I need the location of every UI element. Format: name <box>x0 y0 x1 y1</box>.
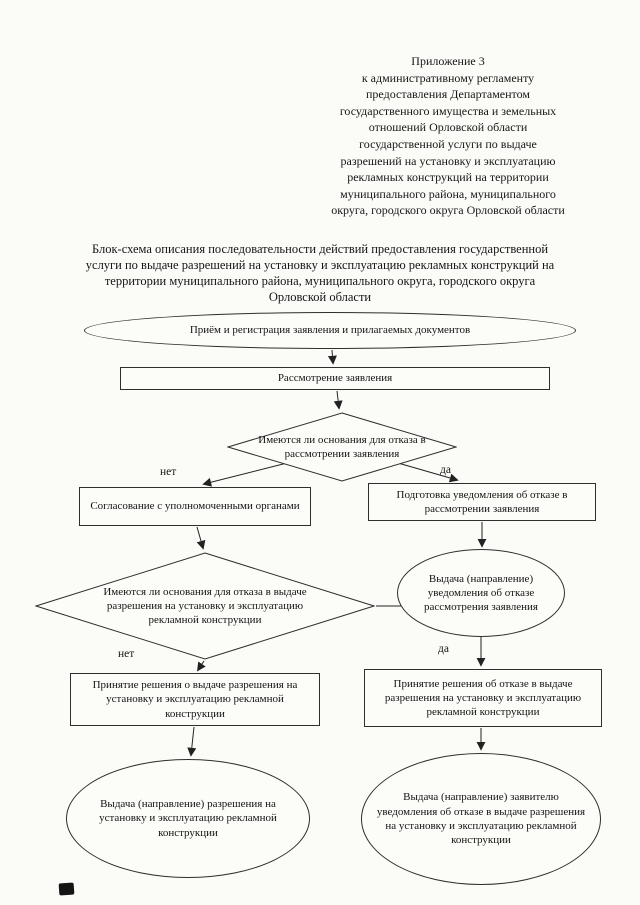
node-decide-issue-rect: Принятие решения о выдаче разрешения на … <box>70 673 320 726</box>
appendix-line: к административному регламенту <box>361 70 535 85</box>
appendix-line: отношений Орловской области <box>368 120 528 135</box>
node-approval-rect: Согласование с уполномоченными органами <box>79 487 311 526</box>
edge-label-no-2: нет <box>118 648 135 660</box>
flowchart-title: Блок-схема описания последовательности д… <box>85 242 555 304</box>
node-issue-permit-refusal-ellipse: Выдача (направление) заявителю уведомлен… <box>361 753 601 885</box>
appendix-block: Приложение 3 к административному регламе… <box>278 53 618 219</box>
appendix-line: округа, городского округа Орловской обла… <box>331 203 565 218</box>
node-label: Приём и регистрация заявления и прилагае… <box>189 324 471 337</box>
edge-label-yes-1: да <box>440 464 451 476</box>
edge-label-yes-2: да <box>438 643 449 655</box>
edge-label-no-1: нет <box>160 466 177 478</box>
node-label: Выдача (направление) заявителю уведомлен… <box>376 791 586 847</box>
node-label: Подготовка уведомления об отказе в рассм… <box>396 488 568 515</box>
node-decision-review-diamond: Имеются ли основания для отказа в рассмо… <box>227 412 457 482</box>
appendix-line: разрешений на установку и эксплуатацию <box>340 153 556 168</box>
node-review-rect: Рассмотрение заявления <box>120 367 550 390</box>
scan-artifact <box>58 882 75 896</box>
node-label: Имеются ли основания для отказа в выдаче… <box>103 585 307 627</box>
node-label: Выдача (направление) разрешения на устан… <box>99 798 277 839</box>
appendix-line: предоставления Департаментом <box>366 87 530 102</box>
appendix-line: муниципального района, муниципального <box>340 186 556 201</box>
node-issue-permit-ellipse: Выдача (направление) разрешения на устан… <box>66 759 310 878</box>
appendix-line: государственного имущества и земельных <box>339 103 557 118</box>
node-label: Рассмотрение заявления <box>277 372 393 385</box>
node-label: Принятие решения об отказе в выдаче разр… <box>384 677 582 719</box>
node-start-ellipse: Приём и регистрация заявления и прилагае… <box>84 312 576 349</box>
node-issue-review-refusal-ellipse: Выдача (направление) уведомления об отка… <box>397 549 565 637</box>
node-label: Выдача (направление) уведомления об отка… <box>424 572 538 614</box>
diamond-shape <box>227 412 457 482</box>
node-label: Принятие решения о выдаче разрешения на … <box>92 679 298 720</box>
node-decision-permit-diamond: Имеются ли основания для отказа в выдаче… <box>35 552 375 660</box>
node-prepare-refusal-rect: Подготовка уведомления об отказе в рассм… <box>368 483 596 521</box>
appendix-line: государственной услуги по выдаче <box>359 136 537 151</box>
node-label: Согласование с уполномоченными органами <box>90 500 300 513</box>
appendix-line: Приложение 3 <box>411 54 485 68</box>
node-label: Имеются ли основания для отказа в рассмо… <box>258 433 426 460</box>
appendix-line: рекламных конструкций на территории <box>347 170 549 185</box>
diamond-shape <box>35 552 375 660</box>
node-decide-refuse-rect: Принятие решения об отказе в выдаче разр… <box>364 669 602 727</box>
